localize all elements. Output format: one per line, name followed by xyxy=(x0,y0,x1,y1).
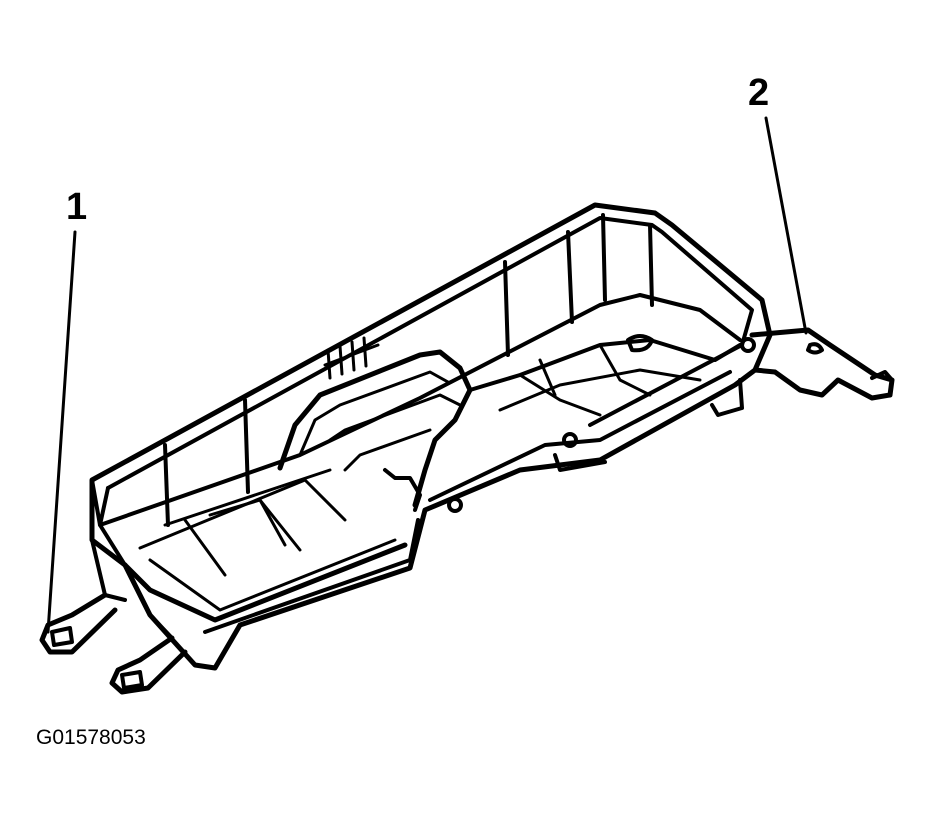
right-front-face xyxy=(428,370,732,502)
center-hump-bump xyxy=(383,468,422,512)
right-lower-support xyxy=(710,378,744,417)
stud-2 xyxy=(562,432,578,448)
wall-rib-6 xyxy=(648,223,654,307)
tray-outer-outline xyxy=(89,202,773,671)
right-bay-hole xyxy=(626,334,654,353)
left-floor-rib-5 xyxy=(208,498,287,547)
wall-slots xyxy=(323,336,380,380)
center-hump-inner xyxy=(298,370,450,457)
left-bracket-1-hole xyxy=(50,626,74,647)
center-hump xyxy=(277,349,473,508)
right-bracket-hole xyxy=(806,342,824,355)
left-end-wall xyxy=(90,478,127,567)
leader-line-1 xyxy=(46,230,77,634)
wall-rib-3 xyxy=(503,260,510,357)
right-bracket xyxy=(749,327,895,401)
front-lip xyxy=(203,518,420,634)
left-bracket-2-hole xyxy=(120,670,144,690)
leader-line-2 xyxy=(764,116,808,335)
right-bay-floor-2 xyxy=(498,368,702,412)
left-floor-rib-4 xyxy=(258,498,302,552)
figure-id-label: G01578053 xyxy=(36,726,146,749)
left-bay-front-edge xyxy=(122,542,408,623)
left-floor-rib-3 xyxy=(183,518,227,577)
center-hump-ridge xyxy=(328,393,462,472)
right-bay-floor xyxy=(468,338,742,392)
left-floor-rib-1 xyxy=(138,478,347,550)
left-floor-rib-2 xyxy=(163,468,332,527)
wall-rib-2 xyxy=(243,398,250,494)
right-bay-rib-2 xyxy=(598,343,652,397)
wall-rib-5 xyxy=(601,213,607,302)
callout-label-1: 1 xyxy=(66,186,88,228)
left-bracket-support xyxy=(90,538,174,640)
right-bracket-tab xyxy=(870,370,894,382)
left-bracket-1 xyxy=(39,592,118,655)
wall-rib-4 xyxy=(566,230,574,324)
right-bay-rib-3 xyxy=(538,358,557,397)
stud-3 xyxy=(740,337,756,353)
callout-label-2: 2 xyxy=(748,72,770,114)
left-bay-floor-line xyxy=(148,538,397,612)
right-bay-rib-1 xyxy=(518,373,602,417)
stud-1 xyxy=(447,497,463,513)
wall-rib-1 xyxy=(163,443,170,527)
left-bracket-2 xyxy=(109,635,188,695)
